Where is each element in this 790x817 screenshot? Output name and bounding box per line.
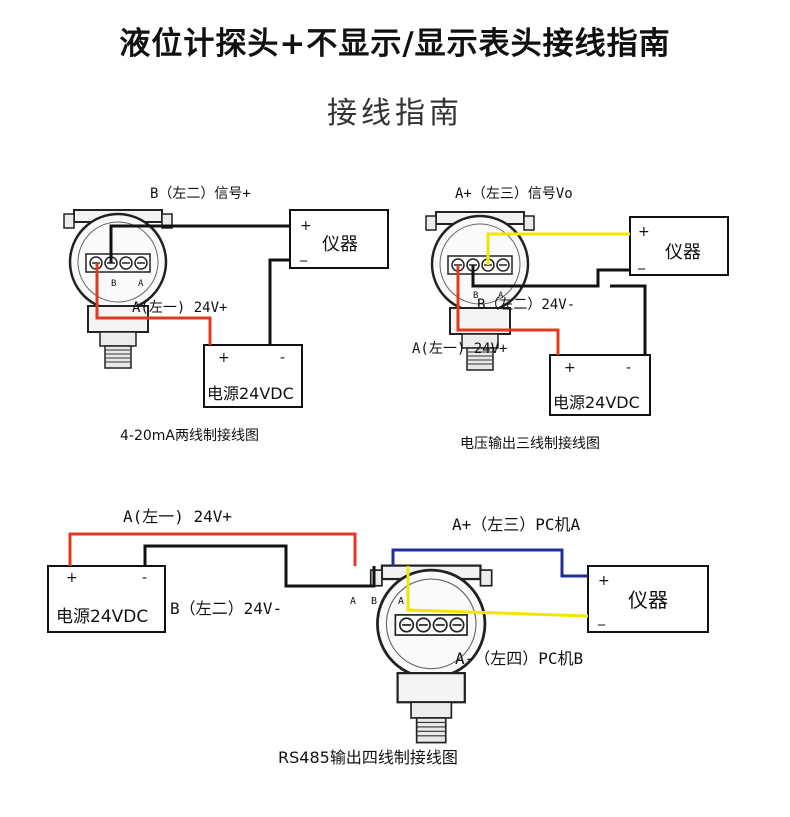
d1-psu-minus: -: [280, 350, 285, 366]
diagram-three-wire: B A + _ 仪器 + - 电源24VDC A+（左三）信号Vo B（左二）2…: [412, 186, 729, 452]
d2-meter-box: [629, 216, 729, 276]
d3-pc-a-label: A+（左三）PC机A: [452, 515, 581, 534]
d1-terminal-a: A: [138, 279, 144, 289]
d3-meter-minus: _: [597, 610, 606, 626]
d1-power-wire: [95, 263, 212, 345]
d1-psu-box: [203, 344, 303, 408]
d3-meter-label: 仪器: [628, 588, 668, 612]
d1-psu-label: 电源24VDC: [207, 384, 294, 403]
d2-caption: 电压输出三线制接线图: [460, 435, 600, 452]
d1-power-label: A(左一) 24V+: [132, 300, 227, 316]
d2-terminal-a: A: [498, 291, 504, 301]
d3-terminal-a2: A: [398, 596, 404, 607]
diagram-two-wire: B A + _ 仪器 + - 电源24VDC B（左二）信号+ A(左一) 24…: [62, 186, 389, 444]
d3-psu-label: 电源24VDC: [56, 607, 148, 627]
d3-pc-b-label: A-（左四）PC机B: [455, 649, 583, 668]
d2-signal-label: A+（左三）信号Vo: [455, 186, 573, 202]
d3-psu-box: [47, 565, 166, 633]
d1-return-wire: [268, 258, 290, 345]
d1-terminal-b: B: [111, 279, 116, 289]
diagram-four-wire: A B A + - 电源24VDC + _ 仪器 A(左一) 24V+ B（左二…: [47, 507, 709, 767]
d3-meter-box: [587, 565, 709, 633]
d3-caption: RS485输出四线制接线图: [278, 748, 458, 767]
d3-terminal-a: A: [350, 596, 356, 607]
d3-psu-plus: +: [66, 570, 78, 586]
page-subtitle: 接线指南: [327, 96, 463, 131]
d2-meter-plus: +: [638, 224, 650, 240]
d3-neg-label: B（左二）24V-: [170, 599, 282, 618]
d1-psu-plus: +: [218, 350, 230, 366]
d1-meter-label: 仪器: [322, 234, 358, 255]
sensor-1-icon: [62, 208, 174, 370]
d2-terminal-b: B: [473, 291, 478, 301]
d2-signal-wire: [486, 232, 630, 265]
d3-psu-minus: -: [142, 570, 147, 586]
d3-power-label: A(左一) 24V+: [123, 507, 232, 526]
d2-psu-box: [549, 354, 651, 416]
d2-meter-minus: _: [637, 254, 646, 270]
d2-power-wire: [456, 265, 560, 355]
d1-meter-minus: _: [299, 246, 308, 262]
d3-terminal-b: B: [371, 596, 377, 607]
d3-meter-plus: +: [598, 573, 610, 589]
d3-power-wire: [68, 532, 357, 566]
d1-signal-label: B（左二）信号+: [150, 186, 251, 202]
d2-negative-wire: [471, 265, 647, 355]
page-title: 液位计探头+不显示/显示表头接线指南: [119, 26, 671, 62]
d1-meter-plus: +: [300, 218, 312, 234]
d2-power-label: A(左一) 24V+: [412, 341, 507, 357]
d2-psu-label: 电源24VDC: [553, 393, 640, 412]
d2-neg-label: B（左二）24V-: [477, 297, 575, 313]
d1-caption: 4-20mA两线制接线图: [120, 427, 259, 444]
d1-signal-wire: [109, 224, 290, 263]
d2-psu-minus: -: [626, 360, 631, 376]
d3-pc-a-wire: [391, 548, 588, 578]
d3-negative-wire: [143, 544, 376, 588]
d2-psu-plus: +: [564, 360, 576, 376]
d2-meter-label: 仪器: [665, 242, 701, 263]
d1-meter-box: [289, 209, 389, 269]
d3-pc-b-wire: [406, 566, 589, 618]
